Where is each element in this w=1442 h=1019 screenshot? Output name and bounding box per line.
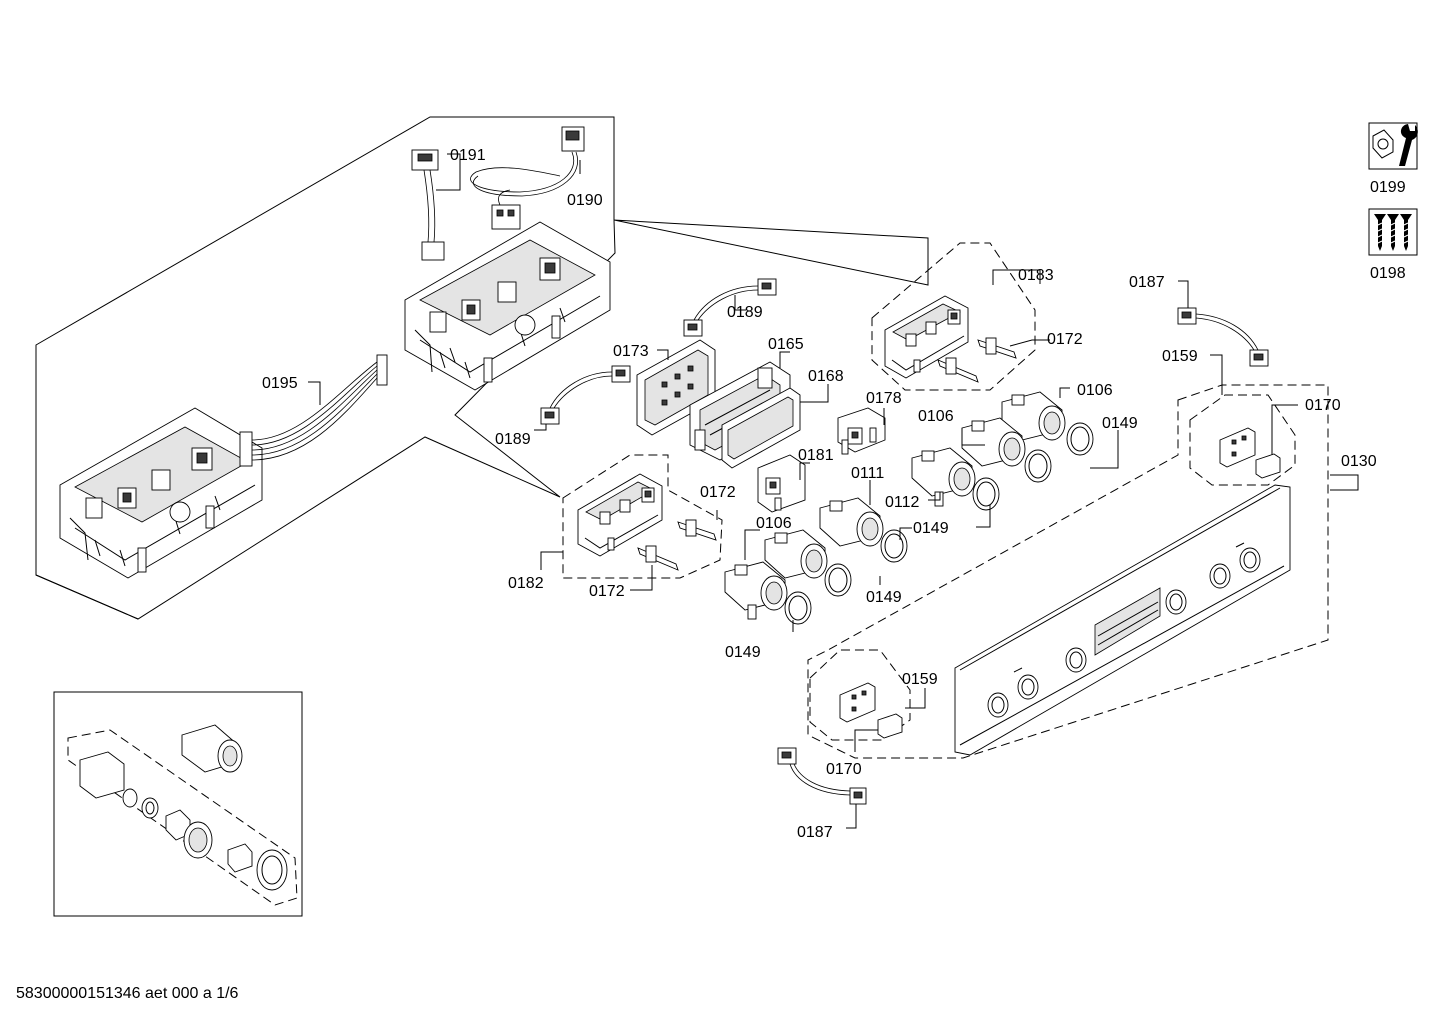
subassembly-0183	[871, 242, 1036, 391]
rotary-unit-0112	[911, 447, 1000, 511]
cable-harness-0191	[411, 149, 445, 261]
control-panel-assembly-0130	[807, 384, 1329, 759]
rotary-unit-0149-bottom	[724, 561, 812, 625]
subassembly-0159-left	[809, 649, 911, 741]
control-board-0173	[636, 339, 716, 436]
ribbon-cable-0195	[239, 354, 388, 467]
cable-harness-0187-lower	[777, 747, 867, 805]
document-id: 58300000151346 aet 000 a 1/6	[16, 985, 239, 1002]
leader-lines	[308, 153, 1359, 829]
cable-harness-0189-lower	[540, 365, 631, 425]
display-frame-0165	[689, 361, 791, 461]
rotary-unit-0106-right	[1001, 391, 1094, 456]
label-0173: 0173	[613, 343, 649, 360]
label-0159-left: 0159	[902, 671, 938, 688]
label-0183: 0183	[1018, 267, 1054, 284]
label-0172-right: 0172	[1047, 331, 1083, 348]
label-0130: 0130	[1341, 453, 1377, 470]
switch-0181	[757, 454, 806, 513]
screws-icon	[1368, 208, 1418, 256]
label-0149-lower: 0149	[866, 589, 902, 606]
label-0106-mid: 0106	[918, 408, 954, 425]
part-labels: 0191 0190 0195 0189 0173 0165 0168 0189 …	[262, 147, 1406, 841]
knob-assembly-inset	[53, 691, 303, 917]
label-0170-right: 0170	[1305, 397, 1341, 414]
label-0190: 0190	[567, 192, 603, 209]
label-0187-upper: 0187	[1129, 274, 1165, 291]
label-0189-lower: 0189	[495, 431, 531, 448]
label-0187-lower: 0187	[797, 824, 833, 841]
label-0170-left: 0170	[826, 761, 862, 778]
label-0172-left: 0172	[700, 484, 736, 501]
subassembly-0182	[562, 454, 723, 579]
switch-0178	[837, 407, 886, 455]
cable-harness-0187-upper	[1177, 307, 1269, 367]
subassembly-0159-right	[1189, 394, 1296, 486]
label-0189-upper: 0189	[727, 304, 763, 321]
label-0111: 0111	[851, 465, 884, 482]
label-0199: 0199	[1370, 179, 1406, 196]
label-0112: 0112	[885, 494, 920, 511]
label-0198: 0198	[1370, 265, 1406, 282]
label-0182: 0182	[508, 575, 544, 592]
label-0159-right: 0159	[1162, 348, 1198, 365]
label-0149-right: 0149	[1102, 415, 1138, 432]
label-0195: 0195	[262, 375, 298, 392]
label-0149-bottom: 0149	[725, 644, 761, 661]
label-0165: 0165	[768, 336, 804, 353]
control-module-lower-left	[59, 407, 263, 579]
label-0172-bottom: 0172	[589, 583, 625, 600]
label-0149-mid: 0149	[913, 520, 949, 537]
module-detail-enclosure	[35, 116, 929, 620]
label-0168: 0168	[808, 368, 844, 385]
cable-harness-0189-upper	[683, 278, 777, 337]
wrench-nut-icon	[1368, 122, 1418, 170]
rotary-unit-0106-left	[764, 529, 852, 597]
front-control-panel	[954, 484, 1291, 756]
label-0106-left: 0106	[756, 515, 792, 532]
label-0191: 0191	[450, 147, 486, 164]
display-glass-0168	[721, 387, 801, 469]
label-0178: 0178	[866, 390, 902, 407]
label-0106-right: 0106	[1077, 382, 1113, 399]
cable-harness-0190	[470, 126, 585, 230]
rotary-unit-0106-mid	[961, 417, 1052, 483]
label-0181: 0181	[798, 447, 834, 464]
control-module-upper-left	[404, 221, 611, 391]
